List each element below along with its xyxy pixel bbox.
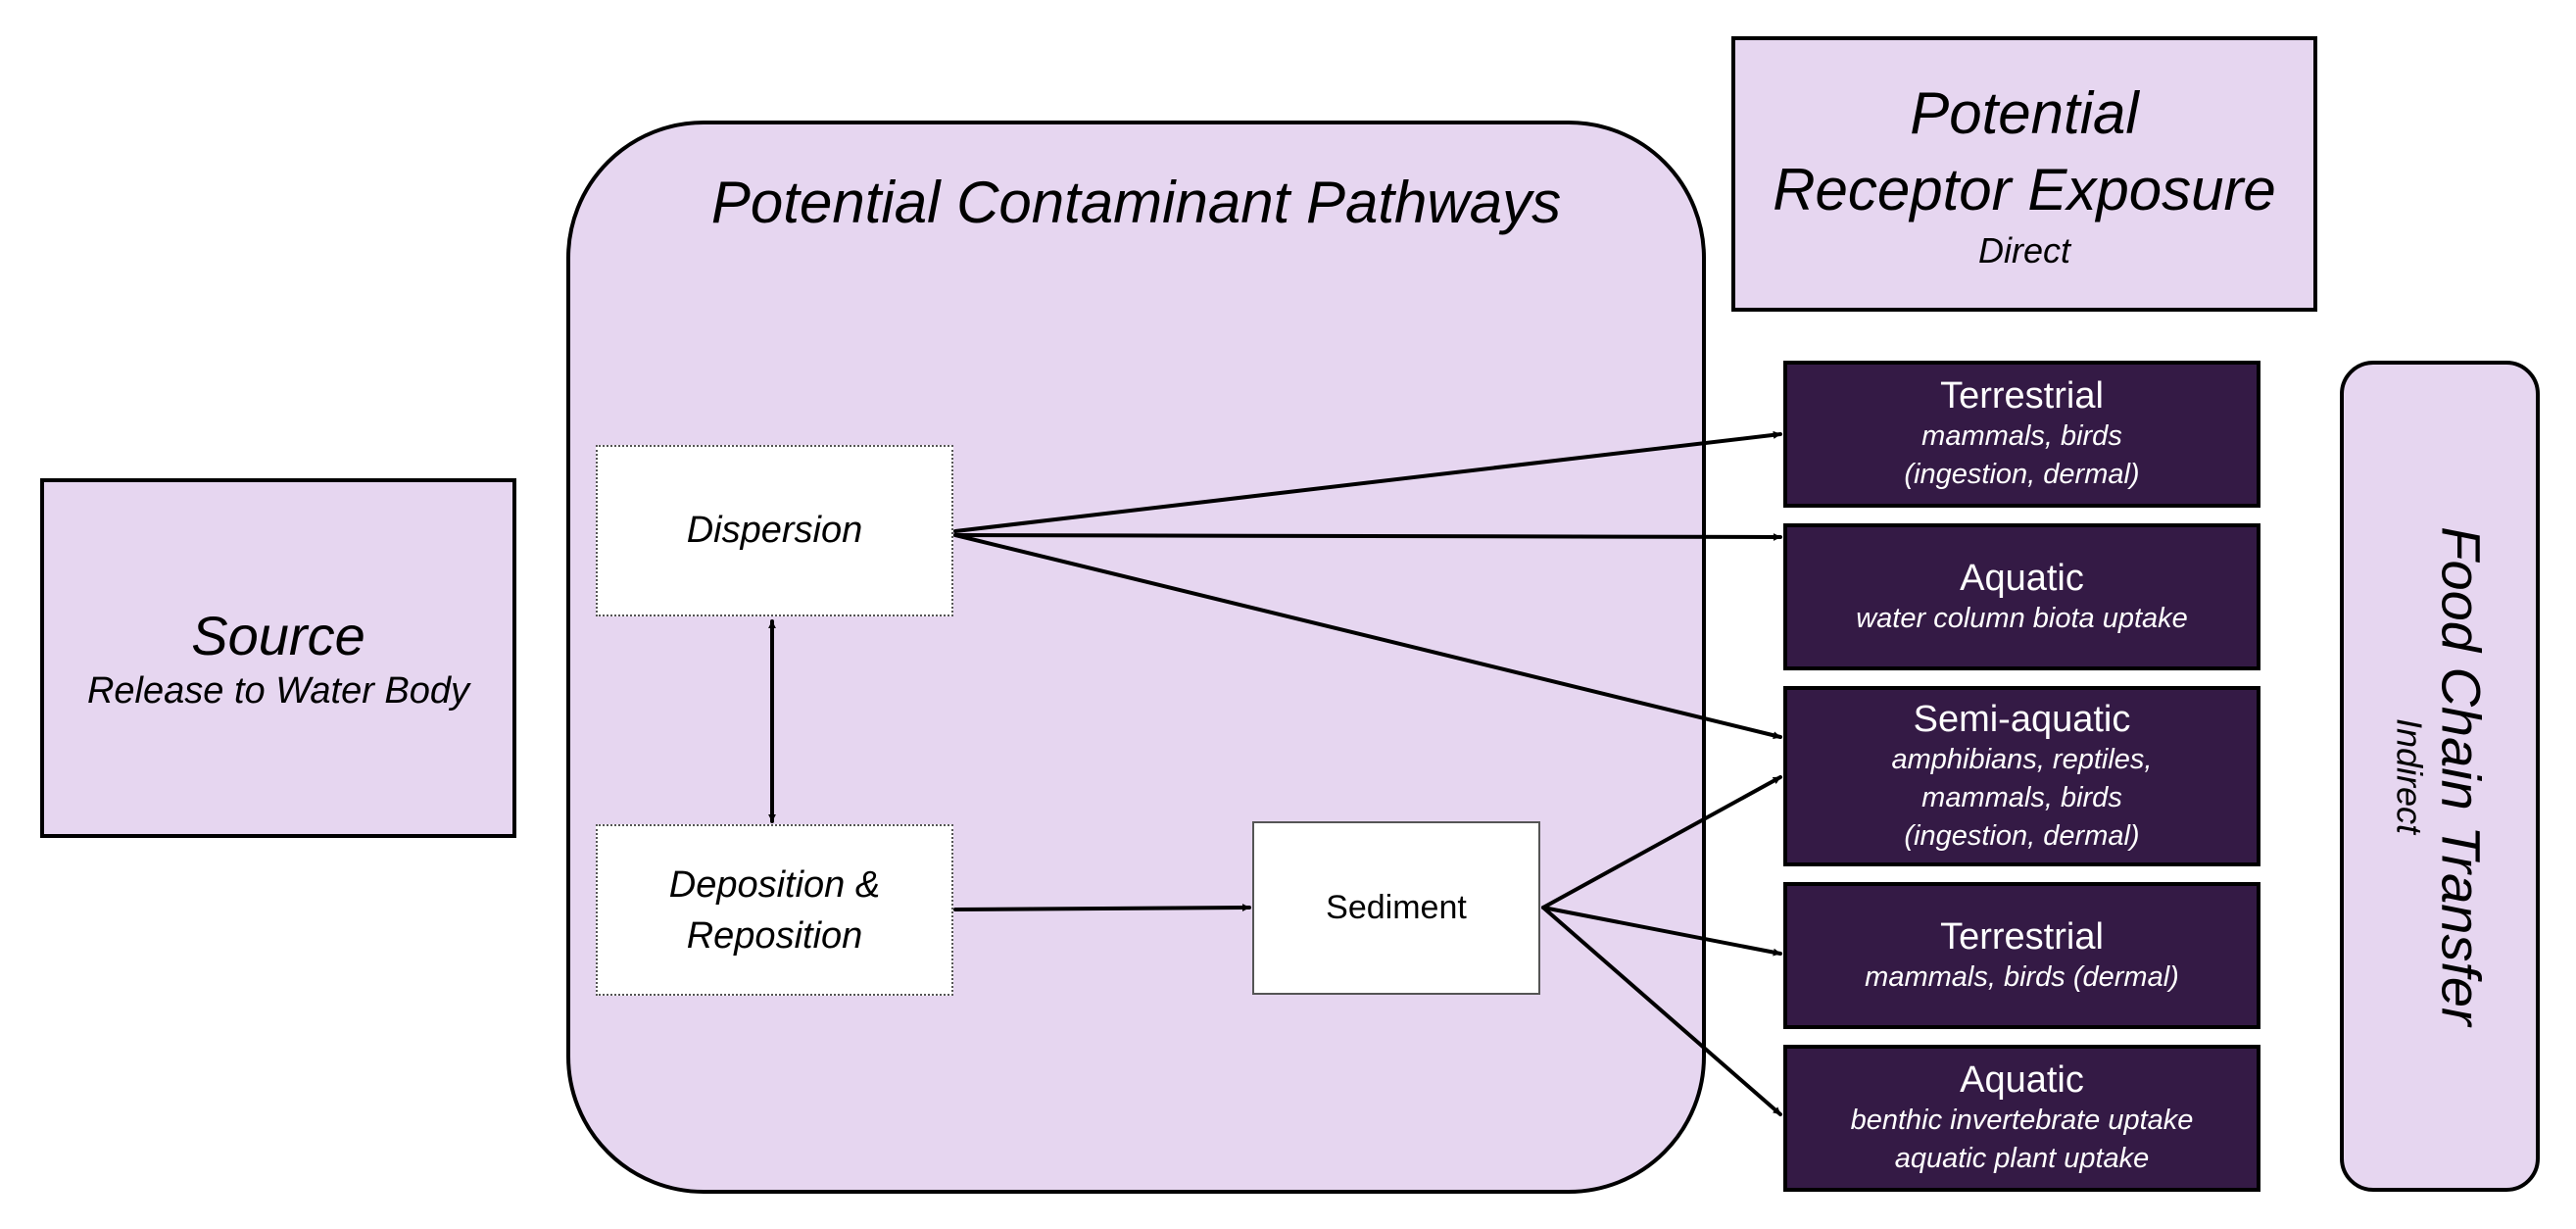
receptor-detail: mammals, birds bbox=[1921, 420, 2122, 452]
receptor-title: Potential Receptor Exposure bbox=[1773, 75, 2276, 228]
dispersion-label: Dispersion bbox=[686, 510, 863, 551]
source-box: Source Release to Water Body bbox=[40, 478, 516, 838]
receptor-aquatic-water-column: Aquatic water column biota uptake bbox=[1783, 523, 2260, 670]
receptor-title-line2: Receptor Exposure bbox=[1773, 156, 2276, 222]
deposition-box: Deposition & Reposition bbox=[596, 824, 953, 996]
source-title: Source bbox=[191, 604, 365, 666]
receptor-header-box: Potential Receptor Exposure Direct bbox=[1731, 36, 2317, 312]
source-subtitle: Release to Water Body bbox=[86, 669, 470, 712]
receptor-title-text: Semi-aquatic bbox=[1913, 698, 2131, 740]
receptor-detail: mammals, birds bbox=[1921, 781, 2122, 813]
food-chain-label: Food Chain Transfer Indirect bbox=[2340, 361, 2540, 1192]
receptor-title-text: Terrestrial bbox=[1940, 915, 2104, 958]
pathways-title: Potential Contaminant Pathways bbox=[710, 170, 1562, 235]
receptor-terrestrial-direct: Terrestrial mammals, birds (ingestion, d… bbox=[1783, 361, 2260, 508]
deposition-label-line2: Reposition bbox=[686, 914, 863, 957]
receptor-subtitle: Direct bbox=[1977, 229, 2070, 270]
receptor-detail: benthic invertebrate uptake bbox=[1850, 1105, 2194, 1136]
receptor-terrestrial-dermal: Terrestrial mammals, birds (dermal) bbox=[1783, 882, 2260, 1029]
receptor-detail: aquatic plant uptake bbox=[1894, 1143, 2150, 1174]
food-chain-title: Food Chain Transfer bbox=[2431, 526, 2494, 1026]
receptor-title-text: Aquatic bbox=[1960, 557, 2084, 599]
pathways-panel bbox=[566, 121, 1706, 1194]
receptor-semi-aquatic: Semi-aquatic amphibians, reptiles, mamma… bbox=[1783, 686, 2260, 866]
receptor-title-line1: Potential bbox=[1910, 79, 2139, 146]
sediment-label: Sediment bbox=[1326, 889, 1467, 926]
deposition-label-line1: Deposition & bbox=[668, 863, 881, 906]
sediment-box: Sediment bbox=[1252, 821, 1540, 995]
receptor-detail: (ingestion, dermal) bbox=[1904, 819, 2140, 852]
receptor-detail: mammals, birds (dermal) bbox=[1865, 960, 2179, 993]
dispersion-box: Dispersion bbox=[596, 445, 953, 616]
receptor-detail: amphibians, reptiles, bbox=[1891, 743, 2153, 775]
receptor-title-text: Aquatic bbox=[1960, 1059, 2084, 1101]
receptor-detail: water column biota uptake bbox=[1856, 602, 2188, 634]
receptor-title-text: Terrestrial bbox=[1940, 375, 2104, 417]
receptor-aquatic-benthic: Aquatic benthic invertebrate uptake aqua… bbox=[1783, 1045, 2260, 1192]
food-chain-subtitle: Indirect bbox=[2390, 717, 2431, 835]
food-chain-box bbox=[2340, 361, 2540, 1192]
receptor-detail: (ingestion, dermal) bbox=[1904, 459, 2140, 490]
